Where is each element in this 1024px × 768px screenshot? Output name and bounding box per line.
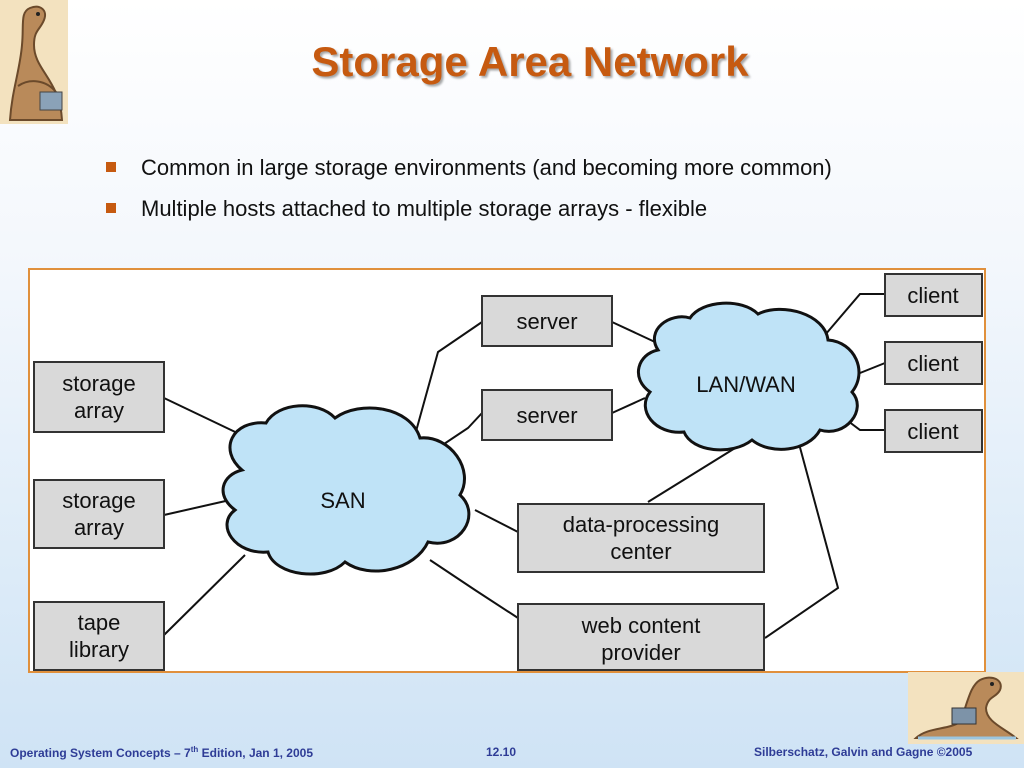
data-processing-center-box: data-processing center — [517, 503, 765, 573]
client-1-box: client — [884, 273, 983, 317]
link-server2-lan — [611, 397, 646, 414]
tape-library-line1: tape — [78, 610, 121, 635]
server-2-box: server — [481, 389, 613, 441]
tape-library-line2: library — [69, 637, 129, 662]
footer-left: Operating System Concepts – 7th Edition,… — [10, 745, 313, 760]
server-1-box: server — [481, 295, 613, 347]
data-processing-line2: center — [610, 539, 671, 564]
footer-edition-date: Edition, Jan 1, 2005 — [198, 746, 314, 760]
san-diagram-canvas: SAN LAN/WAN storage array storage array … — [33, 273, 983, 671]
link-web-lan — [764, 439, 840, 639]
link-san-web — [429, 559, 519, 619]
bullet-text: Common in large storage environments (an… — [141, 155, 832, 180]
link-san-dataproc — [474, 509, 519, 533]
link-lan-client1 — [824, 293, 885, 336]
storage-array-1-box: storage array — [33, 361, 165, 433]
storage-array-1-line2: array — [74, 398, 124, 423]
bullet-item: Common in large storage environments (an… — [100, 152, 860, 183]
web-content-line1: web content — [581, 613, 701, 638]
footer-book-title: Operating System Concepts – 7 — [10, 746, 191, 760]
slide-title: Storage Area Network — [311, 38, 749, 85]
link-server1-lan — [611, 321, 656, 343]
link-tape-san — [163, 554, 246, 636]
dinosaur-logo-icon — [0, 0, 68, 124]
san-label: SAN — [320, 488, 365, 513]
client-3-box: client — [884, 409, 983, 453]
storage-array-2-box: storage array — [33, 479, 165, 549]
link-san-server2 — [434, 412, 483, 451]
link-storage2-san — [163, 499, 231, 516]
server-2-label: server — [516, 403, 577, 428]
lan-wan-label: LAN/WAN — [696, 372, 795, 397]
storage-array-2-line2: array — [74, 515, 124, 540]
server-1-label: server — [516, 309, 577, 334]
bullet-item: Multiple hosts attached to multiple stor… — [100, 193, 860, 224]
bullet-list: Common in large storage environments (an… — [100, 152, 860, 234]
data-processing-line1: data-processing — [563, 512, 720, 537]
footer-authors: Silberschatz, Galvin and Gagne ©2005 — [754, 745, 973, 759]
footer-edition-sup: th — [190, 745, 199, 754]
web-content-line2: provider — [601, 640, 680, 665]
square-bullet-icon — [106, 203, 116, 213]
link-dataproc-lan — [647, 444, 741, 503]
link-san-server1 — [414, 321, 483, 436]
san-diagram: SAN LAN/WAN storage array storage array … — [28, 268, 986, 673]
storage-array-1-line1: storage — [62, 371, 135, 396]
dinosaur-with-laptop-icon — [908, 672, 1024, 744]
client-2-label: client — [907, 351, 958, 376]
square-bullet-icon — [106, 162, 116, 172]
connection-lines — [163, 293, 886, 639]
client-2-box: client — [884, 341, 983, 385]
tape-library-box: tape library — [33, 601, 165, 671]
san-cloud: SAN — [221, 404, 471, 576]
client-3-label: client — [907, 419, 958, 444]
footer-page-number: 12.10 — [486, 745, 517, 759]
web-content-provider-box: web content provider — [517, 603, 765, 671]
storage-array-2-line1: storage — [62, 488, 135, 513]
client-1-label: client — [907, 283, 958, 308]
bullet-text: Multiple hosts attached to multiple stor… — [141, 196, 708, 221]
lan-wan-cloud: LAN/WAN — [637, 301, 861, 452]
